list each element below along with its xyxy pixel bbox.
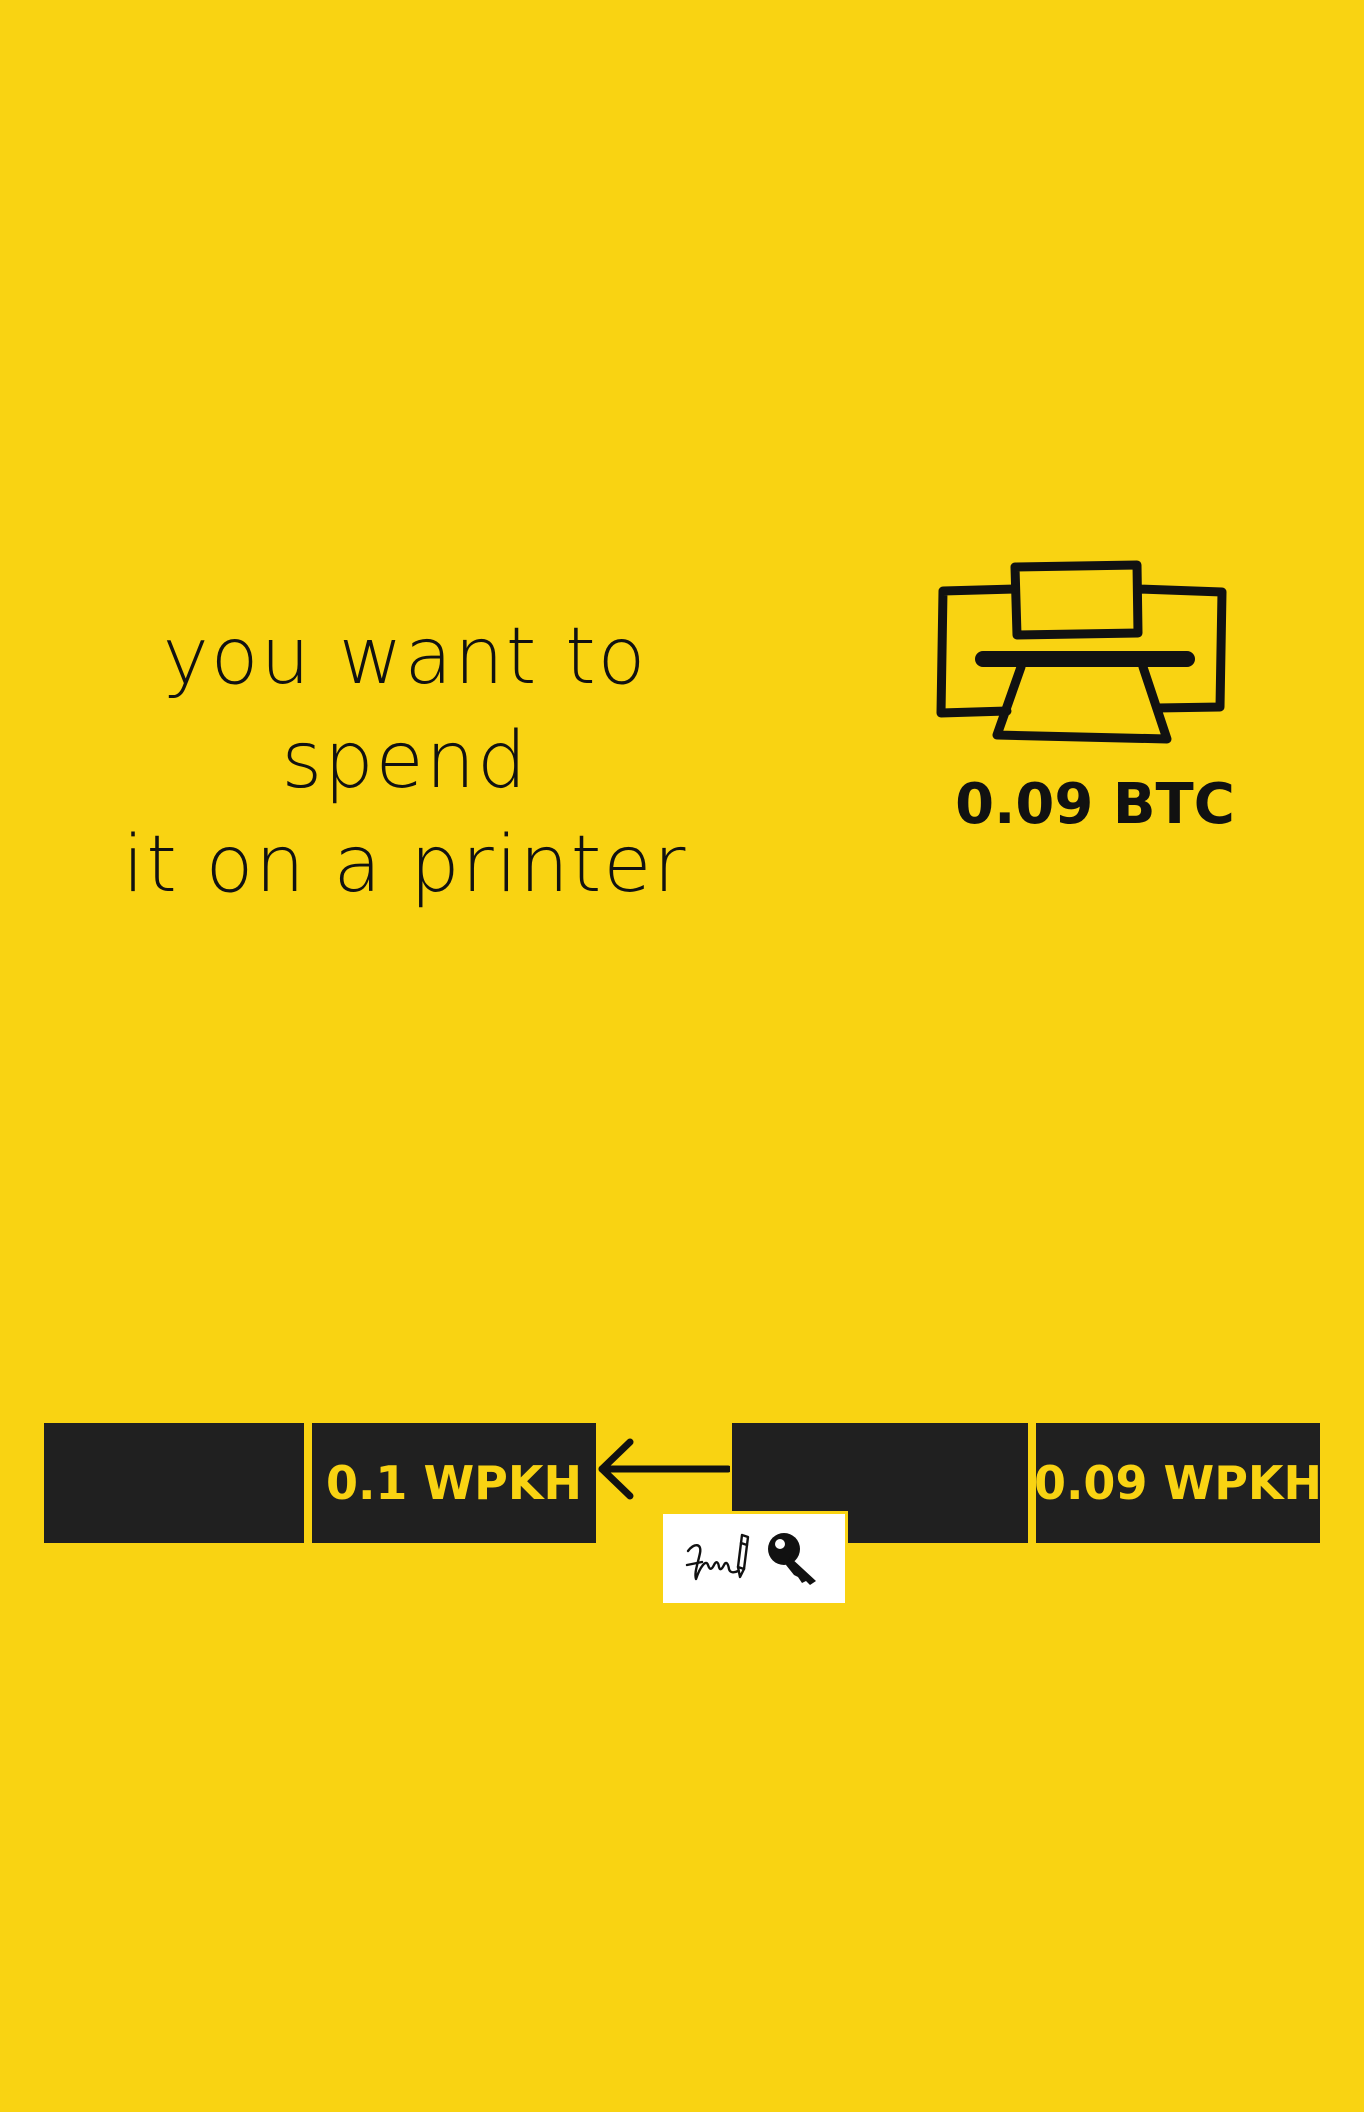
signature-box <box>660 1511 848 1606</box>
key-icon <box>768 1532 816 1585</box>
input-key-block <box>44 1423 304 1543</box>
caption: you want to spend it on a printer <box>40 605 770 917</box>
printer-icon <box>936 560 1227 744</box>
caption-line-1: you want to spend <box>162 612 648 806</box>
arrow-left-icon <box>598 1438 730 1500</box>
output-amount-label: 0.09 WPKH <box>1033 1456 1323 1510</box>
input-amount-block: 0.1 WPKH <box>312 1423 596 1543</box>
signature-pen-icon <box>685 1533 750 1580</box>
output-amount-block: 0.09 WPKH <box>1033 1423 1323 1543</box>
input-amount-label: 0.1 WPKH <box>325 1456 583 1510</box>
printer-price: 0.09 BTC <box>955 772 1235 837</box>
caption-line-2: it on a printer <box>122 820 688 910</box>
